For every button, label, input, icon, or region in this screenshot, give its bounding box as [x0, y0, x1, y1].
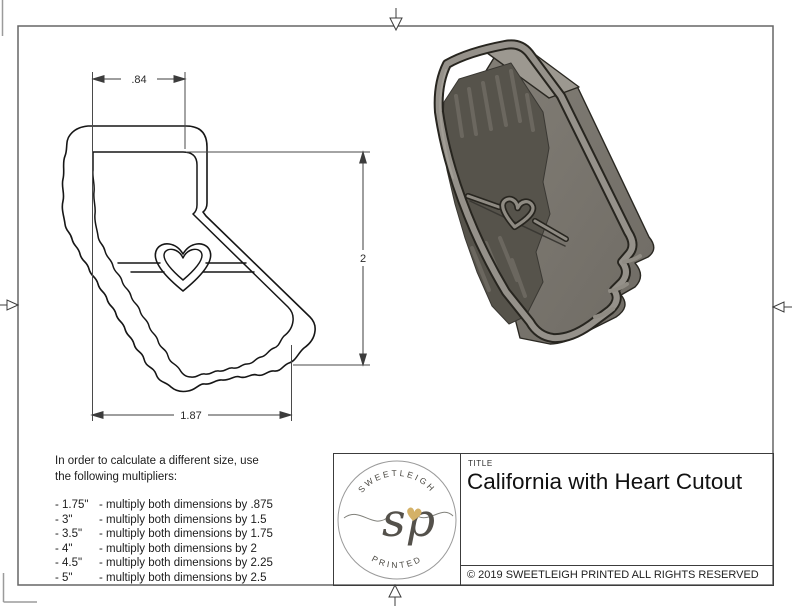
multiplier-row: - 1.75"- multiply both dimensions by .87…: [55, 499, 273, 511]
heart-connector-lines: [117, 262, 255, 273]
logo-heart-icon: [407, 507, 422, 521]
dim-label-bottom-width: 1.87: [180, 410, 201, 422]
logo-arc-top-text: SWEETLEIGH: [356, 468, 438, 495]
heart-cutout-inner: [163, 248, 203, 281]
drawing-2d-view: [61, 125, 316, 393]
center-mark-left-icon: [0, 299, 20, 311]
extension-lines: [92, 72, 370, 421]
center-mark-bottom-icon: [388, 583, 402, 606]
multiplier-row: - 3"- multiply both dimensions by 1.5: [55, 513, 267, 526]
copyright-row: © 2019 SWEETLEIGH PRINTED ALL RIGHTS RES…: [461, 565, 773, 585]
sweetleigh-logo: SWEETLEIGH PRINTED sp: [337, 460, 457, 580]
dimension-bottom-width: 1.87: [90, 410, 293, 422]
rim-highlight: [439, 69, 454, 179]
page-title: California with Heart Cutout: [467, 469, 743, 494]
dimension-annotations: .84 2 1.87: [90, 72, 370, 422]
heart-cutout-outer: [154, 243, 212, 292]
multiplier-row: - 3.5"- multiply both dimensions by 1.75: [55, 528, 273, 541]
instructions-intro-line-1: In order to calculate a different size, …: [55, 455, 259, 467]
centering-marks: [0, 8, 792, 606]
render-3d-model: [433, 39, 655, 345]
center-mark-right-icon: [771, 301, 792, 313]
logo-arc-bottom-text: PRINTED: [370, 553, 424, 570]
dimension-top-width: .84: [91, 74, 187, 86]
heart-cutter-3d: [465, 193, 569, 242]
cutter-outer-outline: [61, 125, 316, 393]
sizing-instructions: In order to calculate a different size, …: [55, 453, 273, 586]
cutter-inner-outline: [92, 151, 294, 378]
multiplier-row: - 5"- multiply both dimensions by 2.5: [55, 571, 267, 584]
multiplier-row: - 4"- multiply both dimensions by 2: [55, 542, 257, 555]
logo-circle: [337, 460, 457, 580]
dimension-right-height: 2: [359, 150, 367, 367]
plate-step-highlights: [593, 254, 642, 319]
logo-flourish-left: [343, 513, 388, 522]
page-edge-artifacts: [1, 0, 37, 603]
multiplier-row: - 4.5"- multiply both dimensions by 2.25: [55, 557, 273, 570]
logo-cell: SWEETLEIGH PRINTED sp: [334, 454, 461, 585]
cutter-rim: [433, 39, 638, 344]
title-block: SWEETLEIGH PRINTED sp TITLE California w…: [333, 453, 774, 586]
title-field-label: TITLE: [468, 459, 493, 468]
dim-label-right-height: 2: [360, 253, 366, 265]
title-cell: TITLE California with Heart Cutout: [461, 454, 773, 585]
instructions-intro-line-2: the following multipliers:: [55, 471, 178, 483]
logo-monogram: sp: [382, 493, 435, 547]
multiplier-list: - 1.75"- multiply both dimensions by .87…: [55, 498, 273, 586]
dim-label-top-width: .84: [131, 74, 146, 86]
center-mark-top-icon: [389, 8, 403, 32]
